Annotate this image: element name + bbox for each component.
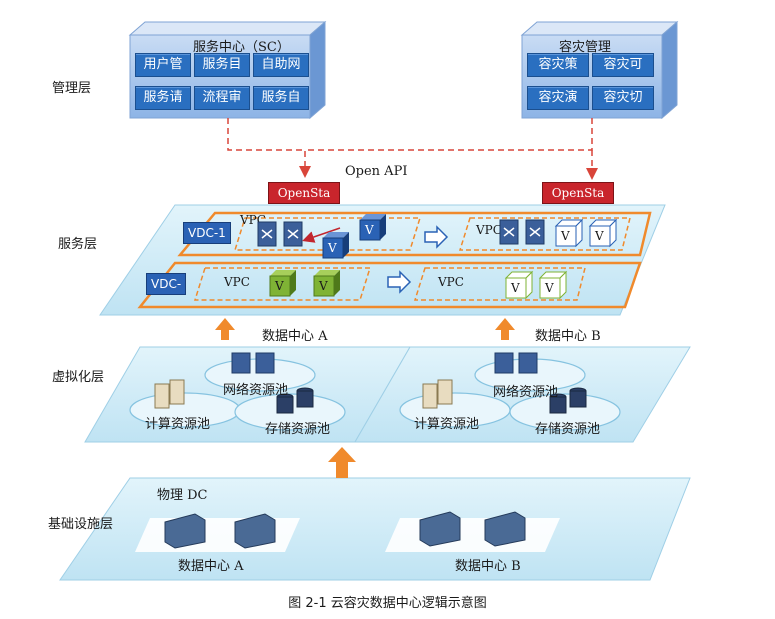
service-center-title: 服务中心（SC） — [193, 40, 290, 55]
storage-icons — [276, 387, 587, 414]
vm-cubes-greenline-b — [504, 270, 568, 300]
network-switch-icons — [231, 352, 538, 374]
layer-label-infrastructure: 基础设施层 — [48, 517, 114, 532]
vpc-frames — [193, 217, 631, 301]
openstack-box-b: OpenSta — [542, 182, 614, 204]
api-connectors — [227, 118, 598, 180]
vdc-label-1: VDC-1 — [183, 222, 231, 244]
vm-label-b2: V — [595, 229, 604, 243]
sc-cell-service-catalog: 服务目 — [194, 53, 250, 77]
layer-label-service: 服务层 — [58, 237, 98, 252]
open-api-label: Open API — [345, 164, 408, 179]
switch-icon — [257, 219, 545, 247]
building-icons — [164, 511, 526, 549]
vm-label-a3: V — [275, 279, 284, 293]
physical-dc-label: 物理 DC — [157, 488, 208, 503]
dr-cell-strategy: 容灾策 — [527, 53, 589, 77]
dr-cell-visual: 容灾可 — [592, 53, 654, 77]
dr-cell-drill: 容灾演 — [527, 86, 589, 110]
storage-pool-label-a: 存储资源池 — [265, 422, 331, 437]
vpc-label-a2: VPC — [224, 275, 250, 289]
orange-up-arrows — [215, 318, 515, 478]
network-pool-label-b: 网络资源池 — [493, 385, 559, 400]
vm-label-b1: V — [561, 229, 570, 243]
vdc-label-2: VDC- — [146, 273, 187, 295]
vm-cubes-green-a — [269, 270, 340, 297]
vm-label-b4: V — [545, 281, 554, 295]
sc-cell-self-service-portal: 自助网 — [253, 53, 309, 77]
compute-pool-label-a: 计算资源池 — [145, 417, 211, 432]
vpc-label-b2: VPC — [438, 275, 464, 289]
vm-cubes-white-b — [554, 218, 618, 248]
sc-cell-service-auto: 服务自 — [253, 86, 309, 110]
dr-management-title: 容灾管理 — [559, 40, 612, 55]
infra-datacenter-b-label: 数据中心 B — [455, 559, 521, 574]
layer-label-management: 管理层 — [52, 81, 92, 96]
sc-cell-process-approval: 流程审 — [194, 86, 250, 110]
infra-datacenter-a-label: 数据中心 A — [178, 559, 244, 574]
dr-cell-switch: 容灾切 — [592, 86, 654, 110]
figure-caption: 图 2-1 云容灾数据中心逻辑示意图 — [288, 596, 487, 611]
vm-label-a2: V — [365, 223, 374, 237]
network-pool-label-a: 网络资源池 — [223, 383, 289, 398]
sc-cell-service-request: 服务请 — [135, 86, 191, 110]
layer-label-virtualization: 虚拟化层 — [52, 370, 105, 385]
sc-cell-user-mgmt: 用户管 — [135, 53, 191, 77]
vm-label-b3: V — [511, 281, 520, 295]
vm-label-a4: V — [319, 279, 328, 293]
server-icons — [154, 379, 453, 409]
datacenter-b-label: 数据中心 B — [535, 329, 601, 344]
vm-cubes-blue-a — [322, 214, 386, 259]
vpc-label-b1: VPC — [476, 223, 502, 237]
vm-label-a1: V — [328, 241, 337, 255]
compute-pool-label-b: 计算资源池 — [414, 417, 480, 432]
storage-pool-label-b: 存储资源池 — [535, 422, 601, 437]
migration-arrows — [387, 225, 449, 294]
openstack-box-a: OpenSta — [268, 182, 340, 204]
datacenter-a-label: 数据中心 A — [262, 329, 328, 344]
